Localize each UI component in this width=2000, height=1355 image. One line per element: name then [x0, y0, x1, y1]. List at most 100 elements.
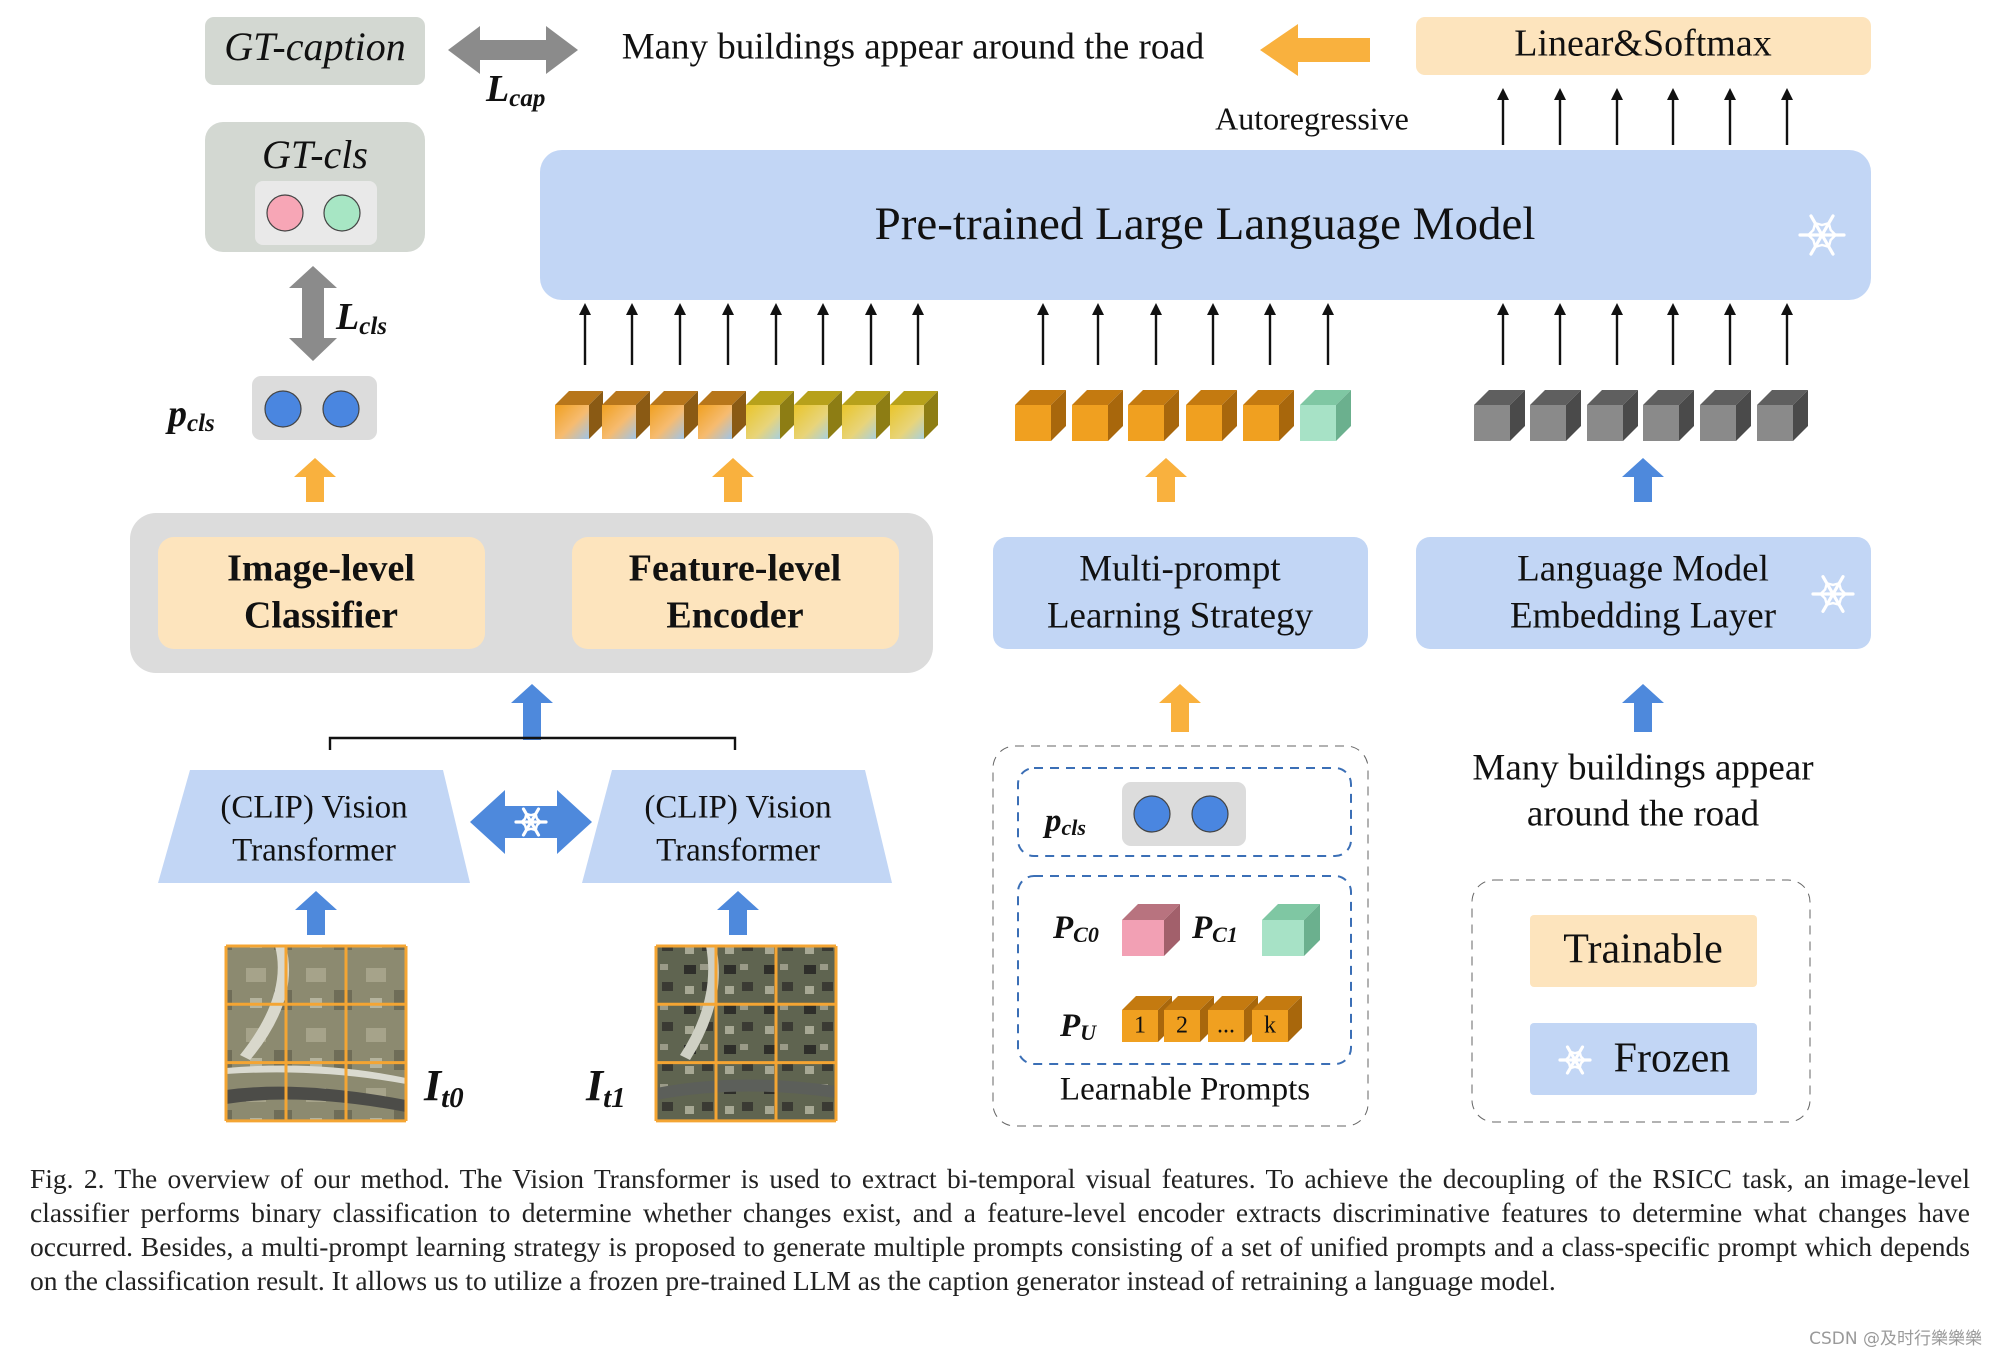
img-t0-up-arrow	[295, 891, 337, 935]
input-text-up-arrow	[1622, 684, 1664, 732]
gt-caption-label: GT-caption	[224, 24, 405, 69]
multi-prompt-box	[993, 537, 1368, 649]
visual-token-5	[746, 391, 794, 439]
embedding-layer-line2: Embedding Layer	[1510, 595, 1776, 636]
legend-box	[1471, 879, 1811, 1123]
input-text-line2: around the road	[1527, 793, 1760, 834]
embedding-layer-box	[1416, 537, 1871, 649]
vit-left-line2: Transformer	[232, 833, 396, 869]
img-t1-up-arrow	[717, 891, 759, 935]
caption-loss-label: Lcap	[485, 68, 545, 112]
cls-loss-label: Lcls	[335, 296, 387, 340]
prompts-up-arrow	[1159, 684, 1201, 732]
embedding-up-arrow	[1622, 458, 1664, 502]
prompt-pu-token-2	[1164, 996, 1214, 1042]
visual-token-2	[602, 391, 650, 439]
gt-caption-box	[205, 17, 425, 85]
prompt-token-arrow-1-head	[1037, 303, 1049, 315]
llm-box	[540, 150, 1871, 300]
pcls-circle-1	[264, 390, 302, 428]
visual-token-arrow-7-head	[865, 303, 877, 315]
image-t1	[654, 944, 838, 1123]
visual-token-6	[794, 391, 842, 439]
image-t0	[224, 944, 408, 1123]
text-token-3	[1587, 390, 1638, 441]
visual-token-arrow-3-head	[674, 303, 686, 315]
visual-token-arrow-4-head	[722, 303, 734, 315]
prompt-token-4	[1186, 390, 1237, 441]
output-arrow-5-head	[1724, 88, 1736, 100]
prompt-token-arrow-2-head	[1092, 303, 1104, 315]
prompt-pc1-label: PC1	[1191, 910, 1238, 947]
visual-token-arrow-5-head	[770, 303, 782, 315]
visual-token-1	[555, 391, 603, 439]
prompt-pcls-circle-2	[1191, 795, 1229, 833]
visual-token-arrow-2-head	[626, 303, 638, 315]
text-token-arrow-4-head	[1667, 303, 1679, 315]
embedding-layer-line1: Language Model	[1517, 548, 1769, 589]
output-arrow-4-head	[1667, 88, 1679, 100]
prompt-pc1-token	[1262, 904, 1320, 956]
prompt-pu-token-label-2: 2	[1176, 1013, 1188, 1039]
vit-right-line1: (CLIP) Vision	[644, 790, 831, 826]
vit-merge-up-arrow	[511, 684, 553, 740]
multiprompt-up-arrow	[1145, 458, 1187, 502]
visual-token-4	[698, 391, 746, 439]
visual-token-arrow-1-head	[579, 303, 591, 315]
figure-caption: Fig. 2. The overview of our method. The …	[30, 1163, 1970, 1296]
vit-left-trapezoid	[158, 770, 470, 883]
legend-frozen-label: Frozen	[1614, 1036, 1731, 1082]
pcls-label: pcls	[165, 393, 215, 437]
prompt-token-class	[1300, 390, 1351, 441]
text-token-arrow-5-head	[1724, 303, 1736, 315]
pcls-circle-2	[322, 390, 360, 428]
gt-cls-circle-pink	[266, 194, 304, 232]
image-classifier-line2: Classifier	[244, 595, 398, 637]
pcls-up-arrow	[294, 458, 336, 502]
visual-token-3	[650, 391, 698, 439]
prompt-pcls-label: pcls	[1042, 803, 1086, 840]
prompt-pc0-label: PC0	[1052, 910, 1099, 947]
vit-right-line2: Transformer	[656, 833, 820, 869]
pcls-prompt-box	[1017, 767, 1352, 857]
image-classifier-line1: Image-level	[227, 548, 415, 590]
output-arrow-6-head	[1781, 88, 1793, 100]
prompt-token-1	[1015, 390, 1066, 441]
autoregressive-label: Autoregressive	[1215, 100, 1409, 136]
shared-weights-frozen-icon	[514, 807, 548, 837]
legend-trainable-swatch	[1530, 915, 1757, 987]
prompt-pu-token-label-1: 1	[1134, 1013, 1146, 1039]
prompt-token-arrow-4-head	[1207, 303, 1219, 315]
llm-frozen-icon	[1798, 214, 1846, 256]
output-arrow-3-head	[1611, 88, 1623, 100]
feature-encoder-line2: Encoder	[666, 595, 803, 637]
legend-frozen-swatch	[1530, 1023, 1757, 1095]
text-token-1	[1474, 390, 1525, 441]
prompt-token-arrow-5-head	[1264, 303, 1276, 315]
multi-prompt-line2: Learning Strategy	[1047, 595, 1314, 636]
prompt-token-arrow-3-head	[1150, 303, 1162, 315]
output-orange-arrow	[1260, 24, 1370, 76]
output-arrow-2-head	[1554, 88, 1566, 100]
caption-loss-double-arrow	[448, 26, 578, 74]
visual-token-arrow-8-head	[912, 303, 924, 315]
prompt-pu-token-label-4: k	[1264, 1013, 1276, 1039]
visual-token-8	[890, 391, 938, 439]
text-token-arrow-2-head	[1554, 303, 1566, 315]
text-token-4	[1643, 390, 1694, 441]
vit-left-line1: (CLIP) Vision	[220, 790, 407, 826]
multi-prompt-line1: Multi-prompt	[1079, 548, 1281, 589]
linear-softmax-label: Linear&Softmax	[1514, 23, 1771, 65]
text-token-6	[1757, 390, 1808, 441]
linear-softmax-box	[1416, 17, 1871, 75]
encoder-up-arrow	[712, 458, 754, 502]
text-token-arrow-6-head	[1781, 303, 1793, 315]
feature-encoder-box	[572, 537, 899, 649]
prompt-pu-token-4	[1252, 996, 1302, 1042]
prompt-token-5	[1243, 390, 1294, 441]
cls-loss-double-arrow	[289, 266, 337, 361]
input-text-line1: Many buildings appear	[1472, 747, 1813, 788]
visual-token-arrow-6-head	[817, 303, 829, 315]
class-unified-prompt-box	[1017, 875, 1352, 1065]
